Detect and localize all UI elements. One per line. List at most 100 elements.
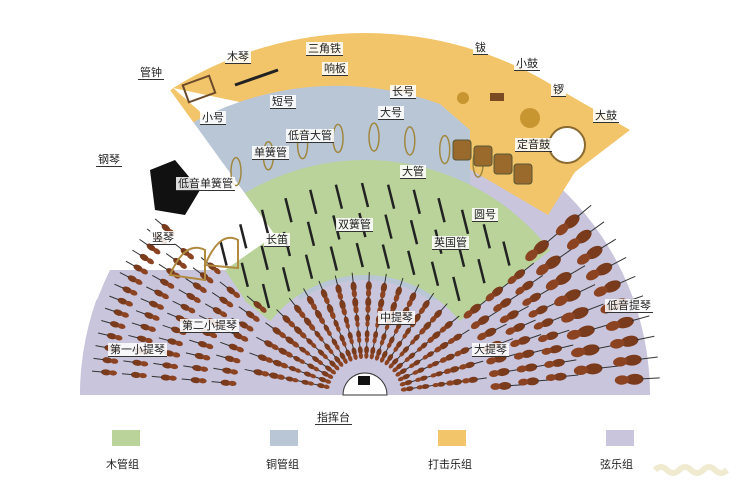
brass-instrument-icon <box>438 134 451 165</box>
xylophone-icon <box>234 68 279 87</box>
violin-icon <box>91 369 117 376</box>
violin-icon <box>365 272 372 298</box>
cello-icon <box>544 358 577 368</box>
snare-drum-icon <box>490 93 504 101</box>
woodwind-instrument-icon <box>384 214 393 239</box>
instrument-label: 竖琴 <box>150 231 176 245</box>
violin-icon <box>364 338 369 359</box>
violin-icon <box>418 292 435 315</box>
violin-icon <box>311 302 326 325</box>
double-bass-icon <box>586 256 627 281</box>
violin-icon <box>172 300 196 314</box>
woodwind-instrument-icon <box>219 241 228 266</box>
instrument-label: 钢琴 <box>96 153 122 167</box>
double-bass-icon <box>554 284 596 307</box>
instrument-label: 长号 <box>390 85 416 99</box>
instrument-label: 圆号 <box>472 208 498 222</box>
violin-icon <box>114 283 138 296</box>
timpani-icon <box>452 139 472 161</box>
violin-icon <box>139 238 161 255</box>
cello-icon <box>470 310 500 330</box>
cello-icon <box>538 329 570 343</box>
harp-icon <box>203 236 239 270</box>
brass-instrument-icon <box>230 156 242 187</box>
legend-label-woodwind: 木管组 <box>106 458 139 471</box>
violin-icon <box>350 272 357 298</box>
violin-icon <box>406 284 420 308</box>
woodwind-instrument-icon <box>281 267 291 292</box>
legend-swatch-percussion <box>438 430 466 446</box>
violin-icon <box>356 323 362 344</box>
violin-icon <box>219 281 240 298</box>
violin-icon <box>415 374 435 382</box>
instrument-label: 钹 <box>473 41 488 55</box>
instrument-label: 木琴 <box>225 50 251 64</box>
violin-icon <box>334 275 344 300</box>
violin-icon <box>185 278 207 293</box>
woodwind-instrument-icon <box>452 276 461 302</box>
violin-icon <box>140 298 164 310</box>
legend-swatch-woodwind <box>112 430 140 446</box>
instrument-label: 管钟 <box>138 66 164 80</box>
woodwind-instrument-icon <box>482 224 491 249</box>
gong-icon <box>520 108 540 128</box>
woodwind-instrument-icon <box>329 246 339 271</box>
instrument-label: 大提琴 <box>472 343 509 357</box>
violin-icon <box>439 315 460 333</box>
violin-icon <box>397 371 417 382</box>
violin-icon <box>324 295 336 320</box>
instrument-label: 中提琴 <box>378 311 415 325</box>
harp-icon <box>168 246 206 282</box>
legend-swatch-strings <box>606 430 634 446</box>
violin-icon <box>104 307 129 318</box>
violin-icon <box>185 352 211 361</box>
cello-icon <box>545 372 579 381</box>
podium-stand-icon <box>358 376 370 385</box>
woodwind-instrument-icon <box>360 182 370 208</box>
violin-icon <box>97 332 123 341</box>
violin-icon <box>278 376 299 383</box>
violin-icon <box>393 277 404 302</box>
violin-icon <box>432 381 453 388</box>
violin-icon <box>153 362 179 370</box>
violin-icon <box>374 341 383 361</box>
violin-icon <box>246 295 267 313</box>
instrument-label: 大管 <box>400 165 426 179</box>
violin-icon <box>213 367 238 375</box>
instrument-label: 低音大管 <box>286 129 334 143</box>
woodwind-instrument-icon <box>386 184 396 210</box>
double-bass-icon <box>577 238 617 265</box>
violin-icon <box>225 329 249 342</box>
instrument-label: 大号 <box>378 106 404 120</box>
violin-icon <box>125 260 148 275</box>
violin-icon <box>462 376 487 384</box>
violin-icon <box>189 339 214 350</box>
woodwind-instrument-icon <box>355 242 364 268</box>
woodwind-instrument-icon <box>430 261 440 287</box>
woodwind-instrument-icon <box>306 221 316 247</box>
violin-icon <box>392 358 409 373</box>
cello-icon <box>510 334 542 348</box>
cello-icon <box>541 344 574 355</box>
cello-icon <box>505 319 536 335</box>
cello-icon <box>516 363 549 373</box>
violin-icon <box>158 337 183 347</box>
violin-icon <box>131 322 156 332</box>
violin-icon <box>315 368 334 379</box>
violin-icon <box>216 354 241 364</box>
instrument-label: 小号 <box>200 111 226 125</box>
cello-icon <box>477 323 507 341</box>
woodwind-instrument-icon <box>284 197 293 223</box>
double-bass-icon <box>555 204 592 236</box>
woodwind-section <box>179 159 551 322</box>
violin-icon <box>238 306 260 322</box>
violin-icon <box>123 359 149 367</box>
instrument-label: 双簧管 <box>336 218 373 232</box>
violin-icon <box>178 289 201 303</box>
woodwind-instrument-icon <box>239 224 248 249</box>
brass-instrument-icon <box>404 126 416 156</box>
double-bass-icon <box>566 323 611 340</box>
violin-icon <box>128 334 153 344</box>
